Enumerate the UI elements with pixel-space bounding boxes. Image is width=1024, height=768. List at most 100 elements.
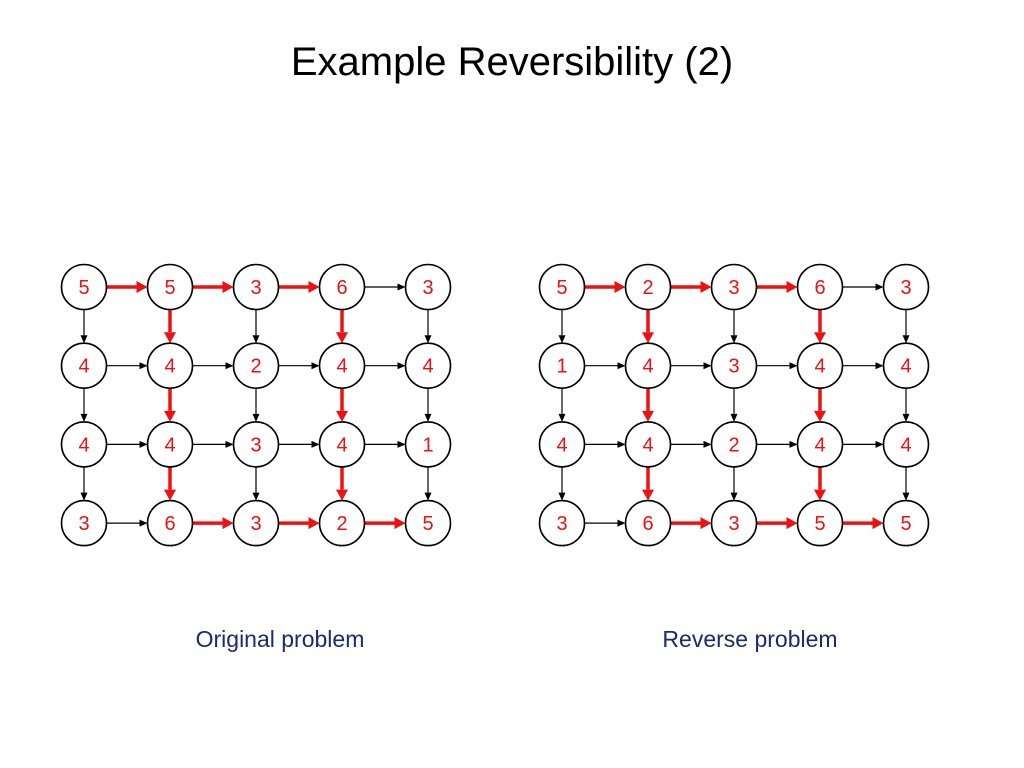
node: 3 — [710, 499, 758, 547]
edge-h-r0-c0 — [584, 281, 626, 293]
node: 3 — [710, 342, 758, 390]
node-value: 3 — [250, 513, 261, 535]
edge-h-r3-c1 — [670, 517, 712, 530]
edge-h-r2-c1 — [670, 440, 712, 448]
edge-h-r3-c2 — [756, 517, 798, 530]
edge-h-r2-c3 — [842, 440, 884, 448]
node: 3 — [404, 263, 452, 311]
node-value: 4 — [336, 434, 347, 456]
edge-h-r3-c0 — [584, 519, 626, 527]
node-value: 4 — [900, 356, 911, 378]
node: 5 — [538, 263, 586, 311]
edge-v-r1-c1 — [642, 388, 654, 422]
caption-original: Original problem — [195, 626, 365, 652]
edge-v-r2-c3 — [336, 466, 348, 501]
node: 4 — [60, 342, 108, 390]
edge-v-r2-c0 — [558, 466, 566, 501]
node: 2 — [624, 263, 672, 311]
edge-h-r0-c1 — [192, 281, 234, 293]
edge-v-r2-c2 — [730, 466, 738, 501]
node-value: 1 — [422, 434, 433, 456]
node-value: 3 — [250, 277, 261, 299]
edge-v-r1-c1 — [164, 388, 176, 422]
node-value: 6 — [642, 513, 653, 535]
edge-v-r0-c0 — [80, 309, 88, 344]
node: 6 — [146, 499, 194, 547]
node-value: 4 — [164, 356, 175, 378]
node: 5 — [882, 499, 930, 547]
edge-h-r1-c0 — [106, 362, 148, 370]
edge-h-r1-c0 — [584, 362, 626, 370]
edge-v-r1-c3 — [814, 388, 826, 422]
node: 3 — [710, 263, 758, 311]
node: 2 — [710, 421, 758, 468]
node: 6 — [624, 499, 672, 547]
edge-h-r1-c3 — [842, 362, 884, 370]
node-value: 5 — [78, 277, 89, 299]
node: 4 — [796, 342, 844, 390]
edge-h-r1-c2 — [278, 362, 320, 370]
edge-v-r2-c4 — [902, 466, 910, 501]
node: 5 — [796, 499, 844, 547]
slide-title: Example Reversibility (2) — [290, 40, 734, 84]
node: 5 — [404, 499, 452, 547]
node-value: 2 — [250, 356, 261, 378]
node-value: 3 — [556, 513, 567, 535]
node: 4 — [624, 342, 672, 390]
edge-h-r1-c3 — [364, 362, 406, 370]
node: 4 — [538, 421, 586, 468]
edge-h-r3-c2 — [278, 517, 320, 530]
node-value: 4 — [78, 434, 89, 456]
edge-h-r2-c3 — [364, 440, 406, 448]
node: 3 — [232, 421, 280, 468]
node: 3 — [232, 499, 280, 547]
node: 2 — [232, 342, 280, 390]
edge-h-r0-c3 — [364, 283, 406, 291]
edge-h-r3-c3 — [364, 517, 406, 530]
edge-h-r0-c3 — [842, 283, 884, 291]
node-value: 4 — [78, 356, 89, 378]
node-value: 4 — [814, 356, 825, 378]
edge-v-r1-c4 — [902, 388, 910, 422]
node: 4 — [796, 421, 844, 468]
edge-h-r0-c1 — [670, 281, 712, 293]
edge-h-r2-c1 — [192, 440, 234, 448]
node: 1 — [404, 421, 452, 468]
edge-v-r1-c2 — [252, 388, 260, 422]
edge-h-r3-c3 — [842, 517, 884, 530]
edge-v-r2-c4 — [424, 466, 432, 501]
node: 4 — [318, 421, 366, 468]
edge-h-r2-c2 — [756, 440, 798, 448]
node-value: 5 — [814, 513, 825, 535]
node-value: 2 — [642, 277, 653, 299]
edge-h-r0-c2 — [756, 281, 798, 293]
node: 2 — [318, 499, 366, 547]
node-value: 1 — [556, 356, 567, 378]
edge-h-r2-c2 — [278, 440, 320, 448]
node: 4 — [882, 421, 930, 468]
node-value: 5 — [900, 513, 911, 535]
edge-h-r1-c1 — [670, 362, 712, 370]
node: 3 — [60, 499, 108, 547]
node: 4 — [882, 342, 930, 390]
edge-v-r1-c2 — [730, 388, 738, 422]
node-value: 3 — [422, 277, 433, 299]
node: 6 — [318, 263, 366, 311]
edge-v-r0-c4 — [424, 309, 432, 344]
edge-v-r1-c3 — [336, 388, 348, 422]
node: 6 — [796, 263, 844, 311]
edge-h-r1-c1 — [192, 362, 234, 370]
edge-v-r2-c1 — [164, 466, 176, 501]
node: 4 — [60, 421, 108, 468]
node-value: 4 — [422, 356, 433, 378]
edge-h-r1-c2 — [756, 362, 798, 370]
node-value: 5 — [422, 513, 433, 535]
node-value: 5 — [556, 277, 567, 299]
node-value: 6 — [336, 277, 347, 299]
caption-reverse: Reverse problem — [662, 626, 838, 652]
node-value: 4 — [336, 356, 347, 378]
edge-h-r2-c0 — [584, 440, 626, 448]
node-value: 4 — [164, 434, 175, 456]
edge-h-r0-c0 — [106, 281, 148, 293]
